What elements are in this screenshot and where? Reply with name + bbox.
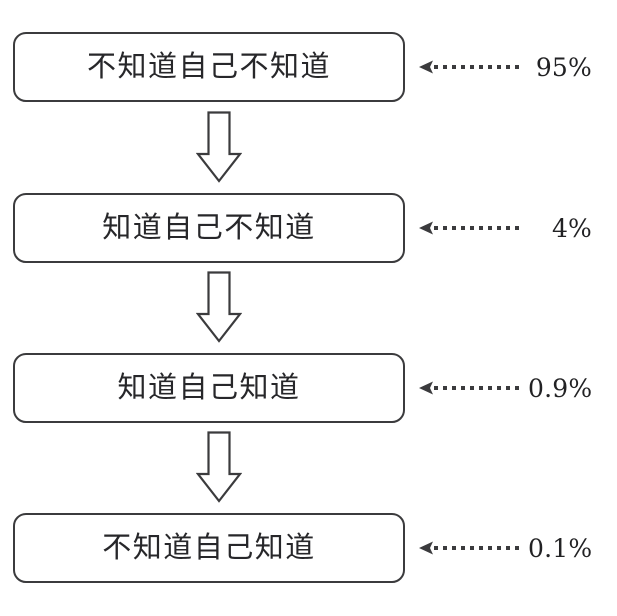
stage-box-3[interactable]: 知道自己知道 <box>13 353 405 423</box>
down-block-arrow-icon-1 <box>196 111 242 183</box>
percent-callout-1: 95% <box>418 47 604 87</box>
percent-callout-2: 4% <box>418 208 604 248</box>
percent-value-3: 0.9% <box>528 373 593 403</box>
stage-box-1[interactable]: 不知道自己不知道 <box>13 32 405 102</box>
percent-value-2: 4% <box>551 213 592 243</box>
percent-value-1: 95% <box>535 52 592 82</box>
stage-label-2: 知道自己不知道 <box>102 209 316 244</box>
dotted-left-arrow-icon-3 <box>418 378 528 398</box>
percent-value-4: 0.1% <box>528 533 593 563</box>
percent-callout-3: 0.9% <box>418 368 604 408</box>
down-block-arrow-icon-3 <box>196 431 242 503</box>
down-block-arrow-icon-2 <box>196 271 242 343</box>
dotted-left-arrow-icon-2 <box>418 218 528 238</box>
stage-box-4[interactable]: 不知道自己知道 <box>13 513 405 583</box>
stage-label-4: 不知道自己知道 <box>102 529 316 564</box>
stage-label-3: 知道自己知道 <box>117 369 301 404</box>
stage-box-2[interactable]: 知道自己不知道 <box>13 193 405 263</box>
stage-label-1: 不知道自己不知道 <box>86 48 331 83</box>
dotted-left-arrow-icon-1 <box>418 57 528 77</box>
percent-callout-4: 0.1% <box>418 528 604 568</box>
dotted-left-arrow-icon-4 <box>418 538 528 558</box>
